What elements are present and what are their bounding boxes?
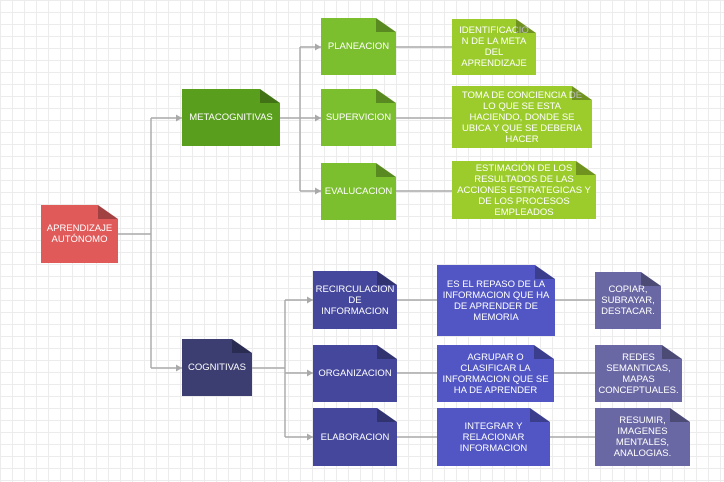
connector-arrow <box>176 114 182 122</box>
node-organizacion[interactable]: ORGANIZACION <box>313 345 397 402</box>
connector-arrow <box>315 114 321 122</box>
node-supervicion-description[interactable]: TOMA DE CONCIENCIA DE LO QUE SE ESTA HAC… <box>452 86 592 148</box>
node-planeacion-description[interactable]: IDENTIFICACIO N DE LA META DEL APRENDIZA… <box>452 19 536 75</box>
node-aprendizaje-autonomo[interactable]: APRENDIZAJE AUTÓNOMO <box>41 205 118 263</box>
node-planeacion[interactable]: PLANEACION <box>321 18 396 75</box>
node-organizacion-description[interactable]: AGRUPAR O CLASIFICAR LA INFORMACION QUE … <box>437 345 554 402</box>
node-recirculacion[interactable]: RECIRCULACION DE INFORMACION <box>313 271 397 329</box>
connector-arrow <box>307 433 313 441</box>
connector-arrow <box>315 43 321 51</box>
connector-arrow <box>315 187 321 195</box>
node-supervicion[interactable]: SUPERVICION <box>321 89 396 146</box>
node-recirculacion-example[interactable]: COPIAR, SUBRAYAR, DESTACAR. <box>595 272 661 329</box>
node-elaboracion[interactable]: ELABORACION <box>313 408 397 466</box>
connector-arrow <box>307 369 313 377</box>
node-elaboracion-description[interactable]: INTEGRAR Y RELACIONAR INFORMACION <box>437 408 550 466</box>
node-evalucacion-description[interactable]: ESTIMACIÓN DE LOS RESULTADOS DE LAS ACCI… <box>452 161 596 219</box>
node-recirculacion-description[interactable]: ES EL REPASO DE LA INFORMACION QUE HA DE… <box>437 265 555 336</box>
node-cognitivas[interactable]: COGNITIVAS <box>182 339 252 396</box>
connector-arrow <box>307 296 313 304</box>
node-elaboracion-example[interactable]: RESUMIR, IMAGENES MENTALES, ANALOGIAS. <box>595 408 690 466</box>
connector-arrow <box>176 364 182 372</box>
node-evalucacion[interactable]: EVALUCACION <box>321 163 396 220</box>
node-metacognitivas[interactable]: METACOGNITIVAS <box>182 89 280 146</box>
node-organizacion-example[interactable]: REDES SEMANTICAS, MAPAS CONCEPTUALES. <box>595 345 682 402</box>
